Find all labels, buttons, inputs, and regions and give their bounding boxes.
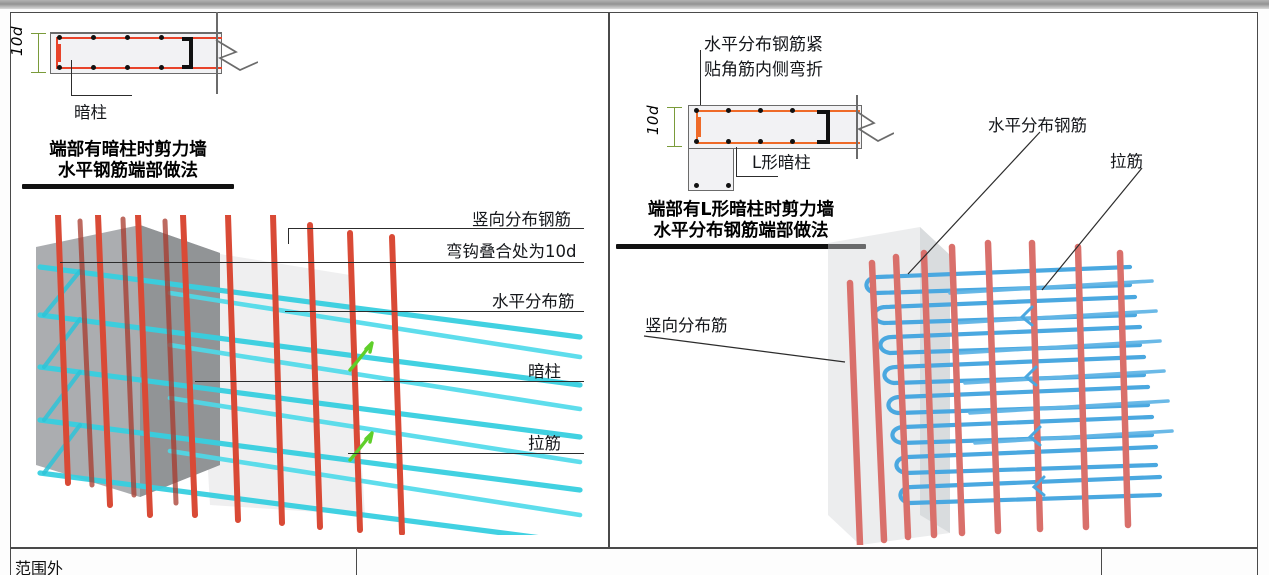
left-dimension-line bbox=[38, 33, 40, 73]
right-wall-section-body bbox=[688, 105, 862, 149]
right-detail-note-line1: 水平分布钢筋紧 bbox=[704, 35, 823, 55]
rebar-dot bbox=[125, 65, 130, 70]
rebar-dot bbox=[57, 35, 62, 40]
rebar-dot bbox=[91, 65, 96, 70]
rebar-dot bbox=[726, 139, 731, 144]
right-detail-callout-label: L形暗柱 bbox=[752, 153, 811, 172]
rebar-dot bbox=[125, 35, 130, 40]
left-annotation-leader bbox=[348, 453, 584, 455]
left-annotation-leader bbox=[60, 262, 584, 264]
left-section-detail: 10d bbox=[0, 0, 300, 122]
left-annotation-label: 拉筋 bbox=[528, 434, 561, 453]
right-section-detail: 10d bbox=[640, 95, 920, 205]
right-end-hook-vertical bbox=[826, 110, 830, 144]
rebar-dot bbox=[57, 65, 62, 70]
left-end-hook-bottom bbox=[182, 65, 193, 69]
right-horizontal-rebar-outline bbox=[696, 110, 860, 144]
rebar-dot bbox=[694, 108, 699, 113]
panel-divider bbox=[608, 12, 610, 548]
rebar-dot bbox=[758, 108, 763, 113]
left-end-hook-vertical bbox=[189, 37, 193, 69]
rebar-dot bbox=[790, 108, 795, 113]
bottom-divider bbox=[1101, 549, 1103, 575]
rebar-dot bbox=[91, 35, 96, 40]
rebar-dot bbox=[790, 139, 795, 144]
bottom-table-row: 范围外 bbox=[10, 548, 1258, 575]
right-detail-note-leader bbox=[700, 50, 702, 122]
right-end-hook-top bbox=[817, 110, 830, 114]
bottom-divider bbox=[356, 549, 358, 575]
left-wall-edge-line bbox=[216, 12, 218, 94]
right-annotation-leader bbox=[643, 335, 846, 363]
left-annotation-label: 暗柱 bbox=[528, 362, 561, 381]
rebar-dot bbox=[159, 65, 164, 70]
right-annotation-label: 拉筋 bbox=[1110, 152, 1143, 171]
left-dimension-tick-bottom bbox=[31, 72, 46, 74]
right-dimension-tick-top bbox=[667, 107, 682, 109]
right-detail-callout-leader-h bbox=[736, 176, 778, 178]
left-horizontal-rebar-outline bbox=[56, 37, 222, 69]
left-end-hook-top bbox=[182, 37, 193, 41]
rebar-dot bbox=[694, 183, 699, 188]
bottom-row-text: 范围外 bbox=[15, 559, 64, 575]
rebar-dot bbox=[694, 139, 699, 144]
rebar-dot bbox=[726, 183, 731, 188]
left-title-line1: 端部有暗柱时剪力墙 bbox=[49, 140, 207, 160]
right-dimension-label: 10d bbox=[644, 105, 662, 136]
left-detail-callout-label: 暗柱 bbox=[74, 103, 107, 122]
left-break-line-symbol bbox=[215, 39, 258, 71]
right-rebar-hook-left bbox=[696, 117, 701, 137]
left-title-line2: 水平钢筋端部做法 bbox=[58, 160, 198, 181]
left-title-block: 端部有暗柱时剪力墙 水平钢筋端部做法 bbox=[22, 140, 234, 190]
right-title-line1: 端部有L形暗柱时剪力墙 bbox=[647, 200, 835, 220]
left-detail-callout-leader-v bbox=[71, 60, 73, 96]
left-detail-callout-leader-h bbox=[72, 95, 132, 97]
left-dimension-label: 10d bbox=[8, 26, 26, 57]
left-annotation-label: 水平分布筋 bbox=[492, 292, 575, 311]
right-3d-rebar-cage bbox=[800, 215, 1200, 545]
right-detail-note-line2: 贴角筋内侧弯折 bbox=[704, 60, 823, 80]
right-dimension-line bbox=[674, 107, 676, 147]
right-annotation-leader bbox=[1041, 167, 1143, 291]
left-annotation-leader bbox=[285, 311, 584, 313]
right-title-block: 端部有L形暗柱时剪力墙 水平分布钢筋端部做法 bbox=[616, 200, 866, 250]
left-title-underline bbox=[22, 184, 234, 190]
left-rebar-hook-left bbox=[56, 44, 61, 62]
right-title-line2: 水平分布钢筋端部做法 bbox=[653, 220, 829, 241]
left-annotation-leader bbox=[195, 381, 584, 383]
rebar-dot bbox=[726, 108, 731, 113]
right-end-hook-bottom bbox=[817, 140, 830, 144]
left-dimension-tick-top bbox=[31, 33, 46, 35]
rebar-dot bbox=[758, 139, 763, 144]
left-annotation-leader-drop bbox=[288, 228, 290, 244]
right-title-underline bbox=[616, 244, 866, 250]
right-annotation-leader bbox=[907, 131, 1041, 275]
right-detail-callout-leader-v bbox=[736, 147, 738, 177]
left-annotation-label: 弯钩叠合处为10d bbox=[446, 242, 577, 261]
right-annotation-label: 竖向分布筋 bbox=[645, 316, 728, 335]
top-shadow-band bbox=[0, 0, 1269, 9]
left-3d-rebar-cage bbox=[20, 215, 590, 535]
right-break-line-symbol bbox=[855, 110, 894, 142]
left-annotation-label: 竖向分布钢筋 bbox=[472, 210, 571, 229]
right-dimension-tick-bottom bbox=[667, 146, 682, 148]
left-annotation-leader bbox=[288, 228, 584, 230]
right-annotation-label: 水平分布钢筋 bbox=[988, 116, 1087, 135]
left-wall-top-face bbox=[50, 32, 222, 34]
rebar-dot bbox=[159, 35, 164, 40]
right-wall-edge-line bbox=[856, 95, 858, 159]
